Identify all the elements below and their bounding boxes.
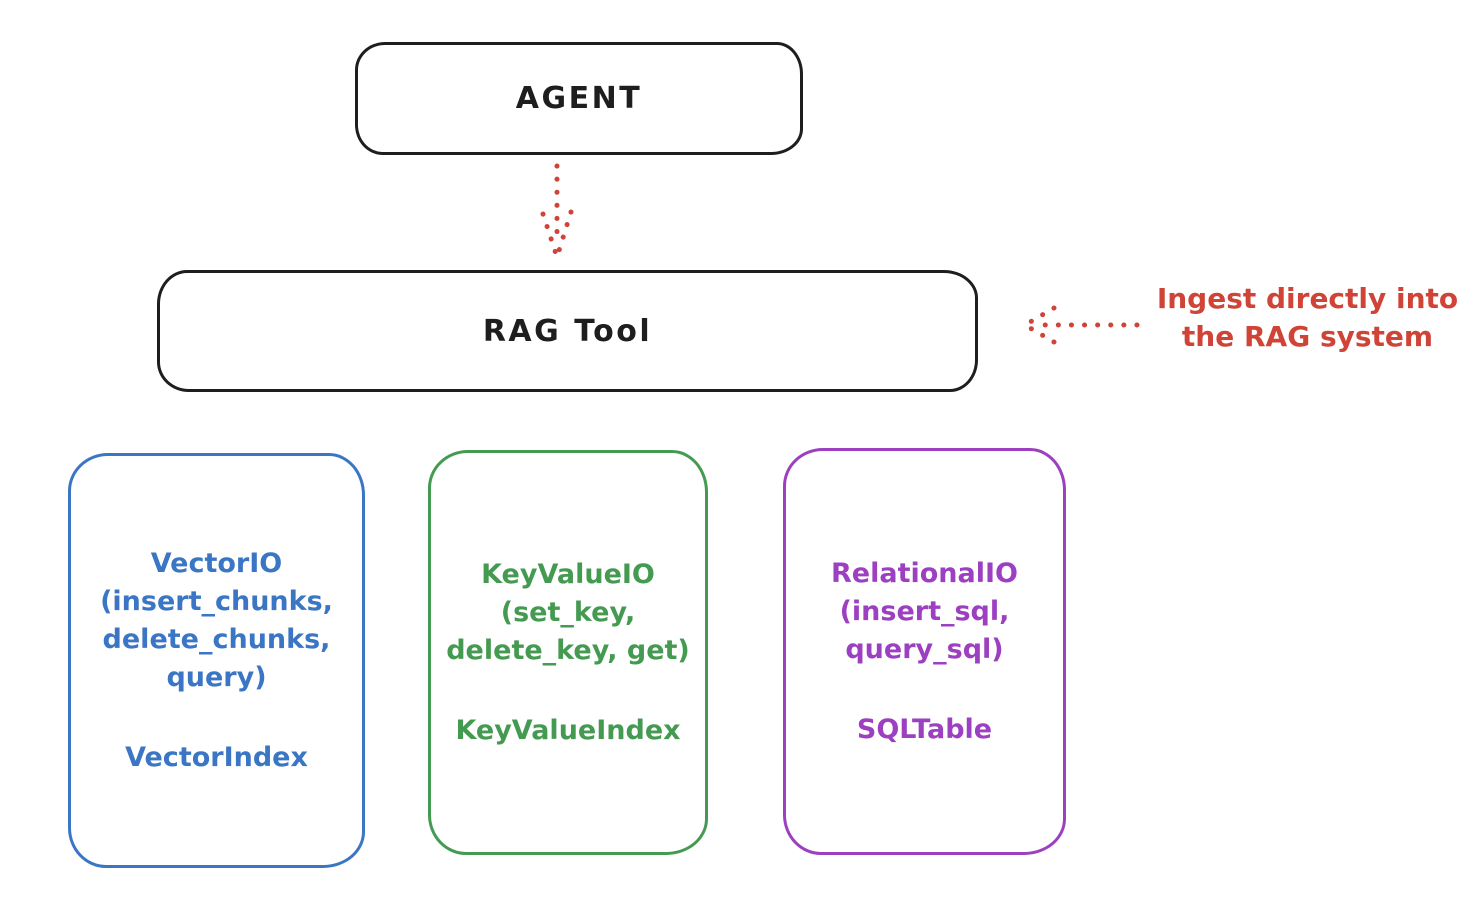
dotted-arrow-left-icon [1022, 305, 1140, 345]
ingest-annotation-line1: Ingest directly into [1156, 282, 1459, 315]
dotted-arrow-down-icon [540, 163, 574, 260]
relational-io-methods: RelationalIO (insert_sql, query_sql) [831, 555, 1018, 669]
sql-table-label: SQLTable [856, 713, 993, 745]
vector-io-methods: VectorIO (insert_chunks, delete_chunks, … [100, 545, 333, 697]
rag-tool-label: RAG Tool [482, 313, 653, 349]
arrowhead-top-stroke [1022, 305, 1057, 328]
relational-io-method-line: query_sql) [845, 633, 1004, 665]
keyvalue-io-method-line: (set_key, [500, 596, 636, 628]
vector-index-label: VectorIndex [125, 741, 308, 773]
rag-tool-node: RAG Tool [157, 270, 978, 392]
vector-io-node: VectorIO (insert_chunks, delete_chunks, … [68, 453, 365, 868]
vector-io-title: VectorIO [150, 547, 283, 579]
arrowhead-bottom-stroke [1022, 322, 1057, 345]
agent-node: AGENT [355, 42, 803, 155]
relational-io-method-line: (insert_sql, [839, 595, 1010, 627]
vector-io-method-line: (insert_chunks, [100, 585, 333, 617]
vector-io-method-line: delete_chunks, [102, 623, 331, 655]
agent-label: AGENT [515, 81, 643, 116]
keyvalue-io-methods: KeyValueIO (set_key, delete_key, get) [446, 556, 690, 670]
keyvalue-io-title: KeyValueIO [481, 558, 655, 590]
ingest-annotation: Ingest directly into the RAG system [1135, 280, 1480, 356]
arrowhead-left-stroke [540, 211, 560, 260]
keyvalue-index-label: KeyValueIndex [455, 714, 681, 746]
keyvalue-io-method-line: delete_key, get) [446, 634, 690, 666]
keyvalue-io-node: KeyValueIO (set_key, delete_key, get) Ke… [428, 450, 708, 855]
ingest-annotation-line2: the RAG system [1181, 320, 1434, 353]
relational-io-title: RelationalIO [831, 557, 1018, 589]
arrowhead-right-stroke [554, 209, 574, 260]
vector-io-method-line: query) [166, 661, 267, 693]
relational-io-node: RelationalIO (insert_sql, query_sql) SQL… [783, 448, 1066, 855]
